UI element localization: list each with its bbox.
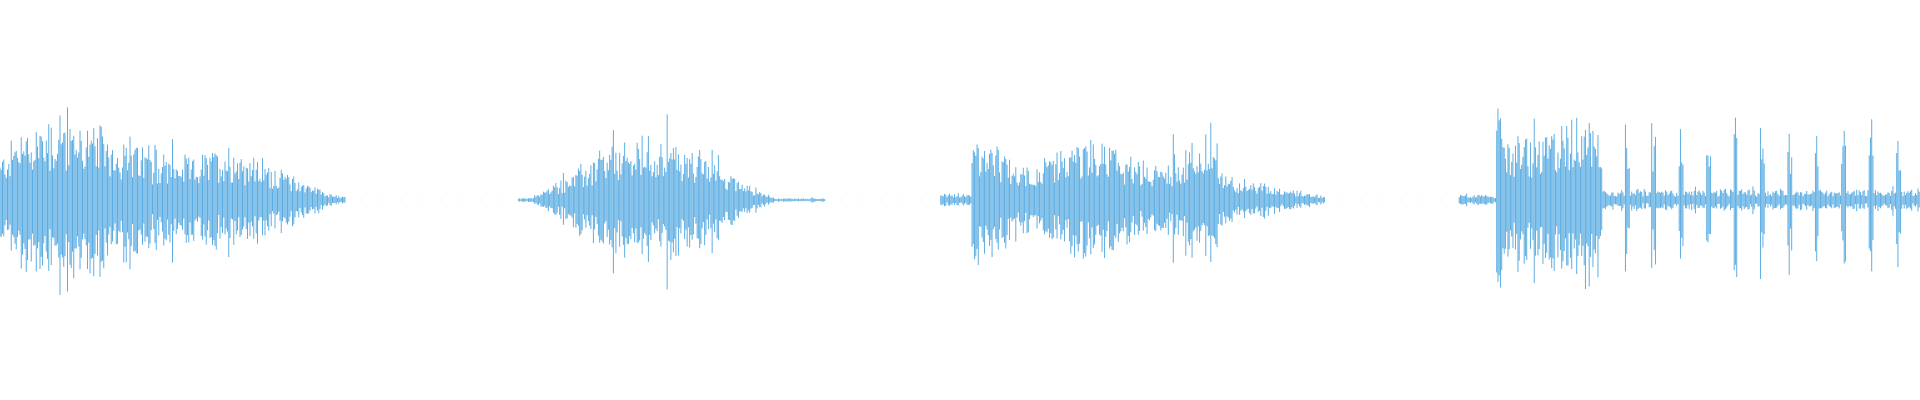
waveform-bars <box>0 107 1920 295</box>
